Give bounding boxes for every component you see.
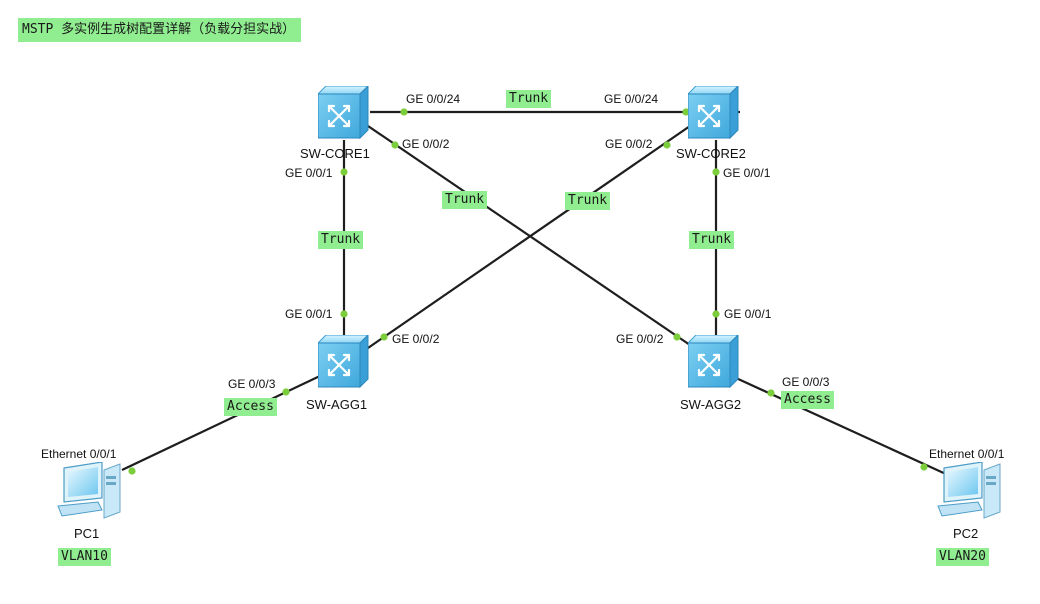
port-dot-core2-ge2[interactable] [663,141,671,149]
port-dot-core1-ge1[interactable] [340,168,348,176]
port-dot-agg2-ge1[interactable] [712,310,720,318]
port-label-pc1-eth: Ethernet 0/0/1 [41,447,117,461]
port-label-agg1-ge2: GE 0/0/2 [392,332,440,346]
pc2-vlan-tag: VLAN20 [936,548,989,566]
port-dots-layer [128,108,928,475]
port-dot-agg1-ge3[interactable] [282,388,290,396]
port-label-agg2-ge3: GE 0/0/3 [782,375,830,389]
link-core2-agg1[interactable] [367,125,691,349]
sw-agg2-switch-icon[interactable] [688,335,740,389]
port-label-core2-ge1: GE 0/0/1 [723,166,771,180]
port-dot-agg2-ge3[interactable] [767,389,775,397]
sw-core1-switch-icon[interactable] [318,86,370,140]
pc1-label: PC1 [74,526,100,541]
port-label-core1-ge24: GE 0/0/24 [406,92,461,106]
pc2-label: PC2 [953,526,979,541]
sw-core2-label: SW-CORE2 [676,146,746,161]
sw-core2-switch-icon[interactable] [688,86,740,140]
port-label-agg2-ge2: GE 0/0/2 [616,332,664,346]
port-dot-core2-ge24[interactable] [682,108,690,116]
sw-agg1-label: SW-AGG1 [306,397,368,412]
port-dot-agg2-ge2[interactable] [673,333,681,341]
link-label-agg2-pc2: Access [781,391,834,409]
sw-core1-label: SW-CORE1 [300,146,370,161]
link-label-core2-agg2: Trunk [689,231,735,249]
link-label-core1-agg1: Trunk [318,231,364,249]
pc1-pc-icon[interactable] [56,462,122,520]
link-agg1-pc1[interactable] [121,374,323,471]
port-dot-core1-ge2[interactable] [391,141,399,149]
port-dot-pc2-eth[interactable] [920,463,928,471]
port-label-core1-ge1: GE 0/0/1 [285,166,333,180]
links-layer [121,110,949,477]
link-label-core1-core2: Trunk [506,90,552,108]
port-label-core1-ge2: GE 0/0/2 [402,137,450,151]
sw-agg1-switch-icon[interactable] [318,335,370,389]
port-dot-pc1-eth[interactable] [128,467,136,475]
link-label-core2-agg1: Trunk [565,192,611,210]
port-label-agg1-ge3: GE 0/0/3 [228,377,276,391]
pc1-vlan-tag: VLAN10 [58,548,111,566]
pc2-pc-icon[interactable] [936,462,1002,520]
link-label-core1-agg2: Trunk [442,191,488,209]
port-label-core2-ge24: GE 0/0/24 [604,92,659,106]
link-core1-agg2[interactable] [367,125,691,346]
port-dot-core2-ge1[interactable] [712,168,720,176]
port-dot-agg1-ge1[interactable] [340,310,348,318]
diagram-title: MSTP 多实例生成树配置详解（负载分担实战） [18,18,302,42]
port-label-agg2-ge1: GE 0/0/1 [724,307,772,321]
port-label-agg1-ge1: GE 0/0/1 [285,307,333,321]
port-dot-core1-ge24[interactable] [400,108,408,116]
port-dot-agg1-ge2[interactable] [380,333,388,341]
sw-agg2-label: SW-AGG2 [680,397,742,412]
link-label-agg1-pc1: Access [224,398,277,416]
port-label-core2-ge2: GE 0/0/2 [605,137,653,151]
port-label-pc2-eth: Ethernet 0/0/1 [929,447,1005,461]
